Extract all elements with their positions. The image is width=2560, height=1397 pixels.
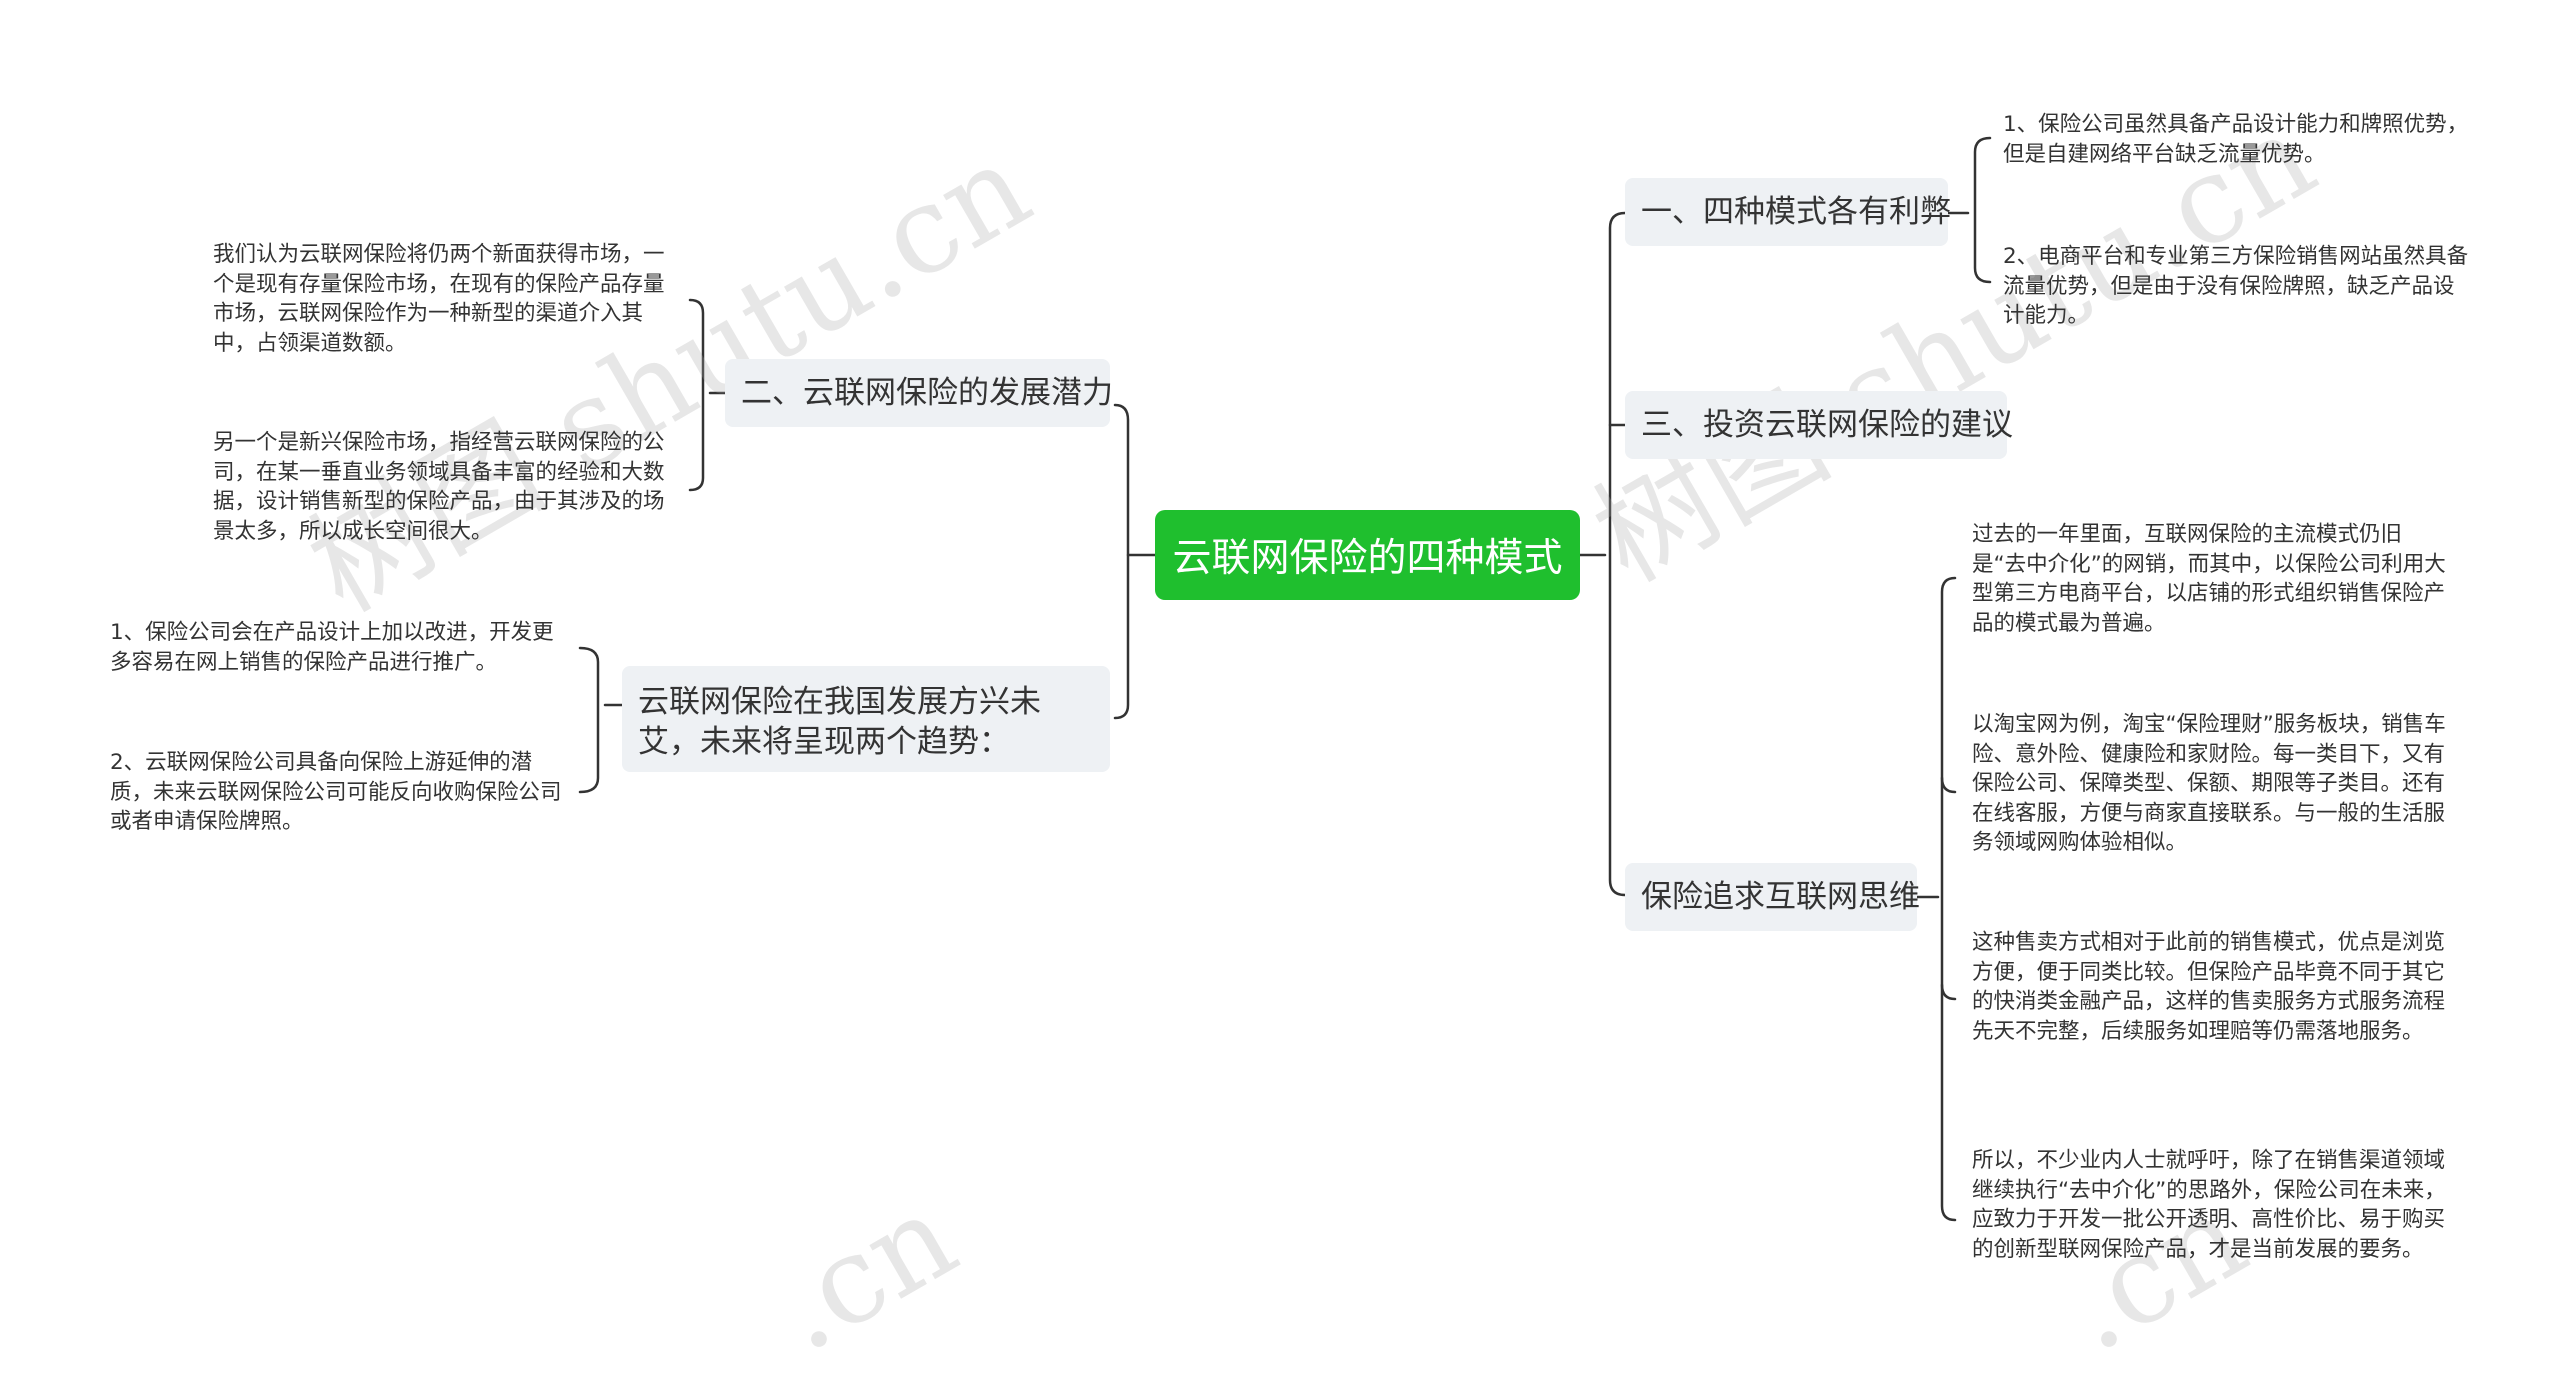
root-node[interactable]: 云联网保险的四种模式 [1155,510,1580,600]
connector-b1-trunk [1973,136,1992,284]
branch-four-modes-pros-cons[interactable]: 一、四种模式各有利弊 [1625,178,1951,246]
branch-label: 保险追求互联网思维 [1641,879,1920,915]
leaf-existing-market: 我们认为云联网保险将仍两个新面获得市场，一个是现有存量保险市场，在现有的保险产品… [213,242,665,356]
leaf-ecommerce-advantage: 2、电商平台和专业第三方保险销售网站虽然具备流量优势，但是由于没有保险牌照，缺乏… [2003,244,2469,328]
branch-investment-advice[interactable]: 三、投资云联网保险的建议 [1625,391,2013,459]
leaf-trend-upstream: 2、云联网保险公司具备向保险上游延伸的潜质，未来云联网保险公司可能反向收购保险公… [110,750,562,834]
leaf-insurer-advantage: 1、保险公司虽然具备产品设计能力和牌照优势，但是自建网络平台缺乏流量优势。 [2003,112,2469,167]
branch-two-trends[interactable]: 云联网保险在我国发展方兴未艾，未来将呈现两个趋势： [622,666,1110,772]
leaf-taobao-example: 以淘宝网为例，淘宝“保险理财”服务板块，销售车险、意外险、健康险和家财险。每一类… [1972,712,2446,855]
branch-internet-thinking[interactable]: 保险追求互联网思维 [1625,863,1920,931]
leaf-sales-mode-analysis: 这种售卖方式相对于此前的销售模式，优点是浏览方便，便于同类比较。但保险产品毕竟不… [1972,930,2446,1044]
root-title: 云联网保险的四种模式 [1172,536,1563,581]
connector-b4-leaf2 [1940,776,1957,794]
leaf-decentralized-sales: 过去的一年里面，互联网保险的主流模式仍旧是“去中介化”的网销，而其中，以保险公司… [1972,522,2446,636]
connector-trend-trunk [578,646,600,794]
branch-label: 二、云联网保险的发展潜力 [741,375,1113,411]
branch-label: 一、四种模式各有利弊 [1641,194,1951,230]
branch-label: 三、投资云联网保险的建议 [1641,407,2013,443]
leaf-trend-product-design: 1、保险公司会在产品设计上加以改进，开发更多容易在网上销售的保险产品进行推广。 [110,620,554,675]
connector-right-trunk [1608,211,1627,897]
connector-b4-leaf3 [1940,983,1957,1001]
connector-b4-trunk [1940,576,1957,1222]
branch-label: 云联网保险在我国发展方兴未艾，未来将呈现两个趋势： [638,684,1041,760]
connector-b2-trunk [688,298,705,492]
connector-left-trunk [1113,403,1130,720]
branch-development-potential[interactable]: 二、云联网保险的发展潜力 [725,359,1113,427]
leaf-emerging-market: 另一个是新兴保险市场，指经营云联网保险的公司，在某一垂直业务领域具备丰富的经验和… [213,430,665,544]
leaf-industry-call: 所以，不少业内人士就呼吁，除了在销售渠道领域继续执行“去中介化”的思路外，保险公… [1972,1148,2446,1262]
